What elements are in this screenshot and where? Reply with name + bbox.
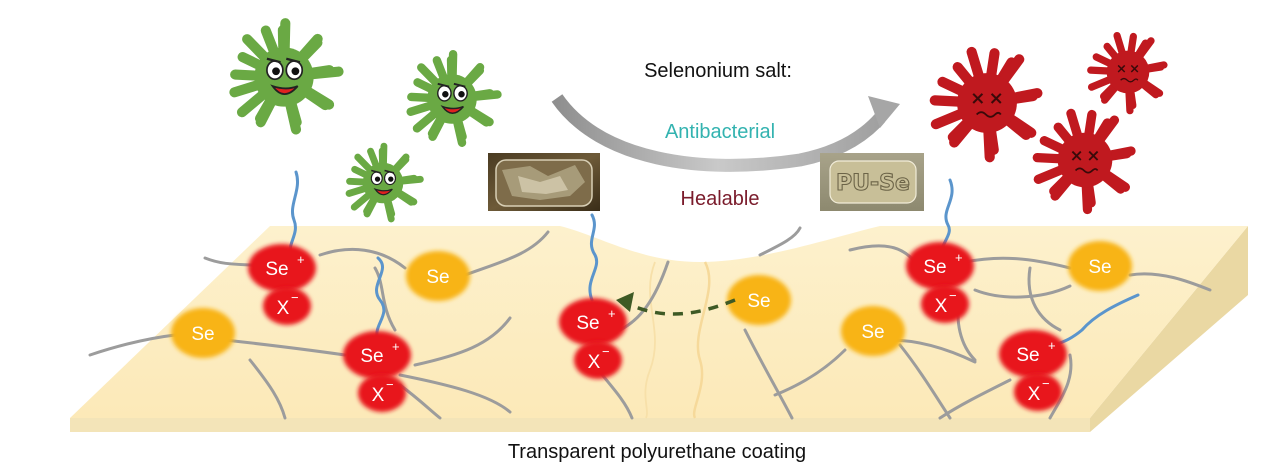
dead-red-bacterium-icon bbox=[1087, 31, 1168, 115]
selenide-label: Se bbox=[861, 322, 884, 343]
selenide-sphere: Se bbox=[727, 275, 791, 325]
anion-label: X bbox=[1028, 384, 1041, 405]
anion-label: X bbox=[277, 298, 290, 319]
anion-label: X bbox=[588, 352, 601, 373]
selenonium-cation-label: Se bbox=[576, 313, 599, 334]
anion-charge: − bbox=[1042, 376, 1050, 391]
coating-side-face bbox=[1090, 226, 1248, 432]
cation-charge: + bbox=[297, 252, 305, 267]
selenide-sphere: Se bbox=[171, 308, 235, 358]
selenide-label: Se bbox=[1088, 257, 1111, 278]
healing-crack bbox=[692, 261, 711, 419]
selenonium-salt: Se + X− bbox=[999, 330, 1067, 411]
bacteria-group bbox=[229, 18, 1168, 223]
selenonium-salt: Se + X− bbox=[559, 298, 627, 379]
antibacterial-label: Antibacterial bbox=[665, 121, 775, 143]
selenonium-salt: Se + X− bbox=[248, 244, 316, 325]
photo-pu-se-sample: PU-Se bbox=[820, 153, 924, 211]
selenonium-salt-group: Se+X−Se+X−Se+X−Se+X−Se+X− bbox=[248, 242, 1067, 412]
cation-charge: + bbox=[1048, 338, 1056, 353]
smiling-green-bacterium-icon bbox=[345, 142, 424, 223]
exchange-arrow bbox=[616, 292, 736, 316]
selenonium-cation-label: Se bbox=[360, 346, 383, 367]
smiling-green-bacterium-icon bbox=[229, 18, 344, 135]
selenide-sphere: Se bbox=[1068, 241, 1132, 291]
anion-label: X bbox=[372, 385, 385, 406]
anion-charge: − bbox=[602, 344, 610, 359]
coating-caption: Transparent polyurethane coating bbox=[508, 441, 806, 463]
dead-red-bacterium-icon bbox=[1032, 108, 1136, 215]
photo-sample-label: PU-Se bbox=[836, 171, 910, 196]
selenide-sphere: Se bbox=[841, 306, 905, 356]
smiling-green-bacterium-icon bbox=[406, 49, 502, 147]
selenonium-salt: Se + X− bbox=[906, 242, 974, 323]
dead-red-bacterium-icon bbox=[929, 46, 1043, 163]
selenonium-salt-label: Selenonium salt: bbox=[644, 60, 792, 82]
anion-charge: − bbox=[386, 377, 394, 392]
healable-label: Healable bbox=[681, 188, 760, 210]
anion-charge: − bbox=[949, 288, 957, 303]
coating-top-surface bbox=[70, 226, 1248, 418]
selenide-label: Se bbox=[747, 291, 770, 312]
selenide-label: Se bbox=[426, 267, 449, 288]
selenide-label: Se bbox=[191, 324, 214, 345]
selenonium-salt: Se + X− bbox=[343, 331, 411, 412]
photo-bag-sample bbox=[488, 153, 600, 211]
cation-charge: + bbox=[392, 339, 400, 354]
selenonium-cation-label: Se bbox=[923, 257, 946, 278]
process-arrow bbox=[551, 94, 900, 172]
coating-front-face bbox=[70, 418, 1090, 432]
cation-charge: + bbox=[608, 306, 616, 321]
selenonium-cation-label: Se bbox=[265, 259, 288, 280]
selenide-sphere: Se bbox=[406, 251, 470, 301]
anion-label: X bbox=[935, 296, 948, 317]
cation-charge: + bbox=[955, 250, 963, 265]
anion-charge: − bbox=[291, 290, 299, 305]
selenonium-cation-label: Se bbox=[1016, 345, 1039, 366]
